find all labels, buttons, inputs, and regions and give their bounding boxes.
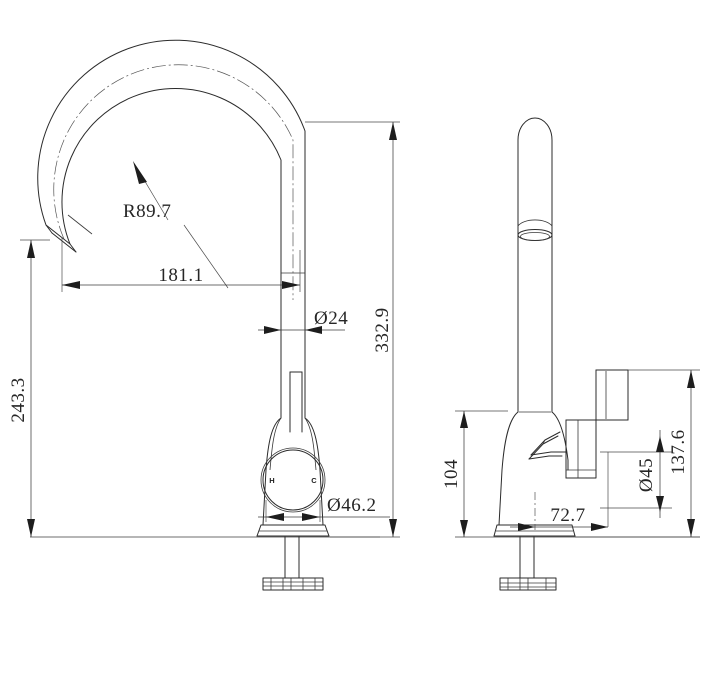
dim-body-height-104: 104 [441,410,508,537]
dim-spout-height-243: 243.3 [8,239,50,537]
cold-label: C [311,476,317,485]
dim-reach-label: 181.1 [158,265,203,286]
side-lever-handle [289,371,303,433]
dim-spout-height-label: 243.3 [8,377,29,422]
dim-lever-dia-45: Ø45 [600,430,672,518]
dim-lever-height-137: 137.6 [575,369,700,538]
mounting-hardware [262,536,324,591]
dim-overall-height-332: 332.9 [305,121,400,538]
side-view-group: H C R89.7 [8,39,400,591]
front-spout [517,117,553,259]
handle-escutcheon: H C [260,447,326,513]
dim-body-height-label: 104 [441,459,462,489]
dim-body-dia-46: Ø46.2 [258,495,390,522]
front-base-flange [493,524,576,537]
dim-lever-offset-label: 72.7 [550,505,585,526]
dim-body-dia-label: Ø46.2 [327,495,376,516]
dim-overall-height-label: 332.9 [372,307,393,352]
spout-outline [37,39,306,371]
hot-label: H [269,476,274,485]
faucet-body [262,417,324,526]
dim-reach-181: 181.1 [61,237,301,292]
dim-radius-r89: R89.7 [123,161,229,289]
front-column [517,257,553,413]
dim-tube-dia-24: Ø24 [258,308,348,334]
dim-lever-dia-label: Ø45 [636,458,657,492]
dim-tube-dia-label: Ø24 [314,308,348,329]
front-lever-assembly [528,369,629,479]
dim-lever-offset-72: 72.7 [510,452,609,531]
dim-radius-label: R89.7 [123,201,171,222]
front-mounting-hardware [499,536,557,591]
riser-column [280,369,306,419]
base-flange [256,524,330,537]
dim-lever-height-label: 137.6 [668,429,689,474]
front-view-group: 104 72.7 Ø45 137.6 [441,117,700,591]
spout-centerline-arc [53,64,294,300]
